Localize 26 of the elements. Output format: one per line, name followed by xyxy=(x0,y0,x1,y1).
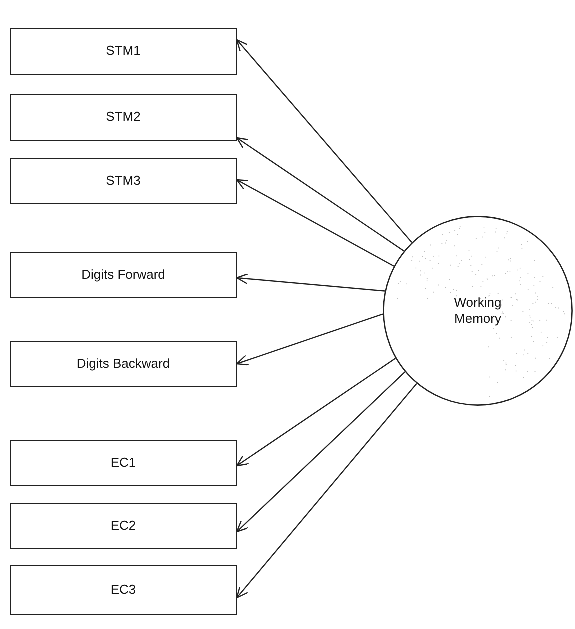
observed-variable-box xyxy=(10,158,237,204)
arrow xyxy=(236,179,394,267)
observed-variable-box xyxy=(10,565,237,615)
box-label: EC3 xyxy=(110,582,136,598)
box-label: EC1 xyxy=(110,454,136,472)
arrow xyxy=(236,383,418,599)
arrow xyxy=(236,314,384,366)
observed-variable-box xyxy=(10,440,237,486)
observed-variable-box xyxy=(10,503,237,549)
box-label: EC2 xyxy=(110,518,136,534)
arrow xyxy=(236,137,404,252)
arrow xyxy=(236,372,406,533)
box-label: STM3 xyxy=(106,172,141,190)
observed-variable-box xyxy=(10,252,237,298)
observed-variable-box xyxy=(10,28,237,75)
box-label: Digits Forward xyxy=(82,266,166,284)
circle-label: Working Memory xyxy=(453,294,503,328)
observed-variable-box xyxy=(10,341,237,387)
arrow xyxy=(236,273,386,292)
observed-variable-box xyxy=(10,94,237,141)
box-label: STM2 xyxy=(106,109,141,126)
latent-variable-circle xyxy=(383,216,573,406)
arrow xyxy=(236,358,396,467)
arrow xyxy=(236,39,412,244)
box-label: Digits Backward xyxy=(76,356,170,372)
box-label: STM1 xyxy=(106,43,141,60)
